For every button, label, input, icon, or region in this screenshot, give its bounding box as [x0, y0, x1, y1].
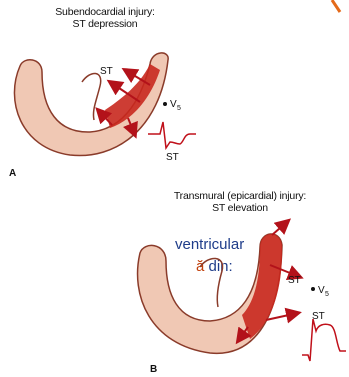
panel-b-lead-dot	[311, 287, 315, 291]
panel-a-title: Subendocardial injury: ST depression	[20, 6, 190, 30]
panel-b-ecg-trace	[302, 319, 346, 361]
panel-a-myocardium	[14, 53, 168, 156]
panel-a-letter: A	[9, 168, 16, 179]
panel-b-lead-label: V	[318, 285, 325, 296]
panel-b-title: Transmural (epicardial) injury: ST eleva…	[140, 190, 340, 214]
panel-a-lead-dot	[163, 102, 167, 106]
panel-a-ecg-trace	[148, 122, 196, 148]
panel-a-arrow-label: ST	[100, 66, 113, 77]
panel-a-lead-sub: 5	[177, 105, 181, 112]
panel-b-arrow-label: ST	[288, 275, 301, 286]
panel-b-heart-diagram: ST V 5 ST	[130, 215, 349, 370]
panel-b-title-line2: ST elevation	[140, 202, 340, 214]
panel-a-lead-label: V	[170, 99, 177, 110]
panel-b-arrow-3	[266, 313, 298, 320]
panel-a-ecg-label: ST	[166, 152, 179, 163]
cropped-slide-decoration	[330, 0, 349, 14]
panel-a-title-line2: ST depression	[20, 18, 190, 30]
panel-a-title-line1: Subendocardial injury:	[20, 6, 190, 18]
panel-b-title-line1: Transmural (epicardial) injury:	[140, 190, 340, 202]
panel-b-lead-sub: 5	[325, 291, 329, 298]
panel-b-arrow-2	[272, 221, 288, 235]
panel-b-letter: B	[150, 364, 157, 375]
panel-b-injury-zone	[242, 234, 282, 339]
panel-a-heart-diagram: ST V 5 ST	[0, 30, 200, 180]
